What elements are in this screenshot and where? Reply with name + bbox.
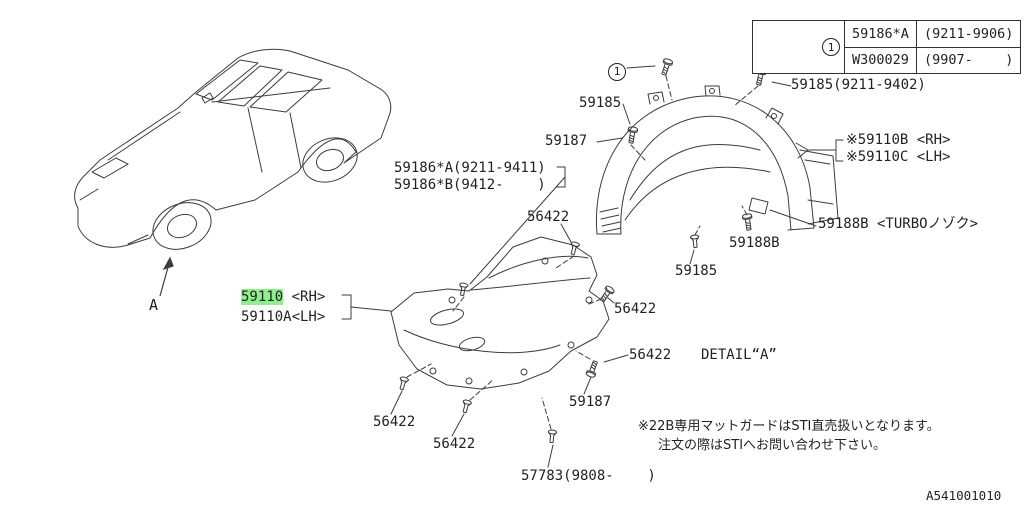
label-59110-suffix: <RH> bbox=[283, 289, 326, 305]
callout-1-badge: 1 bbox=[822, 38, 841, 56]
table-period-cell: (9907- ) bbox=[915, 46, 1022, 74]
reference-table: 1 59186*A (9211-9906) W300029 (9907- ) bbox=[751, 20, 1022, 74]
clip-icon bbox=[457, 281, 469, 297]
fender-liner-drawing bbox=[595, 85, 839, 235]
label-59110b-rh: ※59110B <RH> bbox=[846, 132, 951, 148]
label-56422-d: 56422 bbox=[373, 414, 416, 430]
view-a-arrow bbox=[159, 256, 174, 297]
label-56422-c: 56422 bbox=[629, 347, 672, 363]
label-59185-mid: 59185 bbox=[675, 263, 718, 279]
dashed-assembly-lines bbox=[406, 75, 759, 430]
table-period-cell: (9211-9906) bbox=[915, 20, 1022, 48]
bolt-icon bbox=[741, 212, 755, 232]
bolt-icon bbox=[625, 125, 639, 145]
label-56422-a: 56422 bbox=[527, 209, 570, 225]
table-row: 1 59186*A (9211-9906) bbox=[751, 20, 1022, 74]
label-59188b-turbo: 59188B <TURBOノゾク> bbox=[818, 216, 979, 232]
mudguard-drawing bbox=[390, 236, 610, 390]
bolt-icon bbox=[597, 284, 616, 304]
label-59187-lower: 59187 bbox=[569, 394, 612, 410]
clip-icon bbox=[397, 375, 410, 391]
label-56422-b: 56422 bbox=[614, 301, 657, 317]
label-59186b: 59186*B(9412- ) bbox=[394, 177, 546, 193]
label-56422-e: 56422 bbox=[433, 436, 476, 452]
table-part-cell: W300029 bbox=[844, 46, 917, 74]
label-57783: 57783(9808- ) bbox=[521, 468, 656, 484]
label-59185-period: 59185(9211-9402) bbox=[791, 77, 926, 93]
clip-icon bbox=[460, 398, 473, 414]
label-59110-rh: 59110 <RH> bbox=[241, 289, 326, 305]
document-number: A541001010 bbox=[926, 488, 1002, 503]
clip-icon bbox=[546, 429, 558, 444]
label-detail-a: DETAIL“A” bbox=[701, 347, 777, 363]
label-59188b: 59188B bbox=[729, 235, 780, 251]
table-part-cell: 59186*A bbox=[844, 20, 917, 48]
label-59186a: 59186*A(9211-9411) bbox=[394, 160, 546, 176]
clip-icon bbox=[689, 234, 701, 249]
bolt-icon bbox=[658, 57, 674, 77]
table-row: W300029 (9907- ) bbox=[753, 46, 1022, 74]
label-59110a-lh: 59110A<LH> bbox=[241, 309, 326, 325]
view-marker-a: A bbox=[149, 296, 159, 314]
label-59185-upper: 59185 bbox=[579, 95, 622, 111]
car-outline bbox=[74, 48, 392, 250]
note-line-2: 注文の際はSTIへお問い合わせ下さい。 bbox=[658, 438, 887, 453]
label-59187-upper: 59187 bbox=[545, 133, 588, 149]
note-line-1: ※22B専用マットガードはSTI直売扱いとなります。 bbox=[638, 419, 940, 434]
callout-1-number: 1 bbox=[608, 62, 626, 81]
leader-lines bbox=[341, 65, 844, 468]
callout-1-marker: 1 bbox=[608, 60, 626, 81]
label-59110-highlight: 59110 bbox=[241, 289, 284, 305]
label-59110c-lh: ※59110C <LH> bbox=[846, 149, 951, 165]
table-ref-cell: 1 bbox=[751, 20, 846, 74]
bolt-icon bbox=[585, 359, 601, 379]
